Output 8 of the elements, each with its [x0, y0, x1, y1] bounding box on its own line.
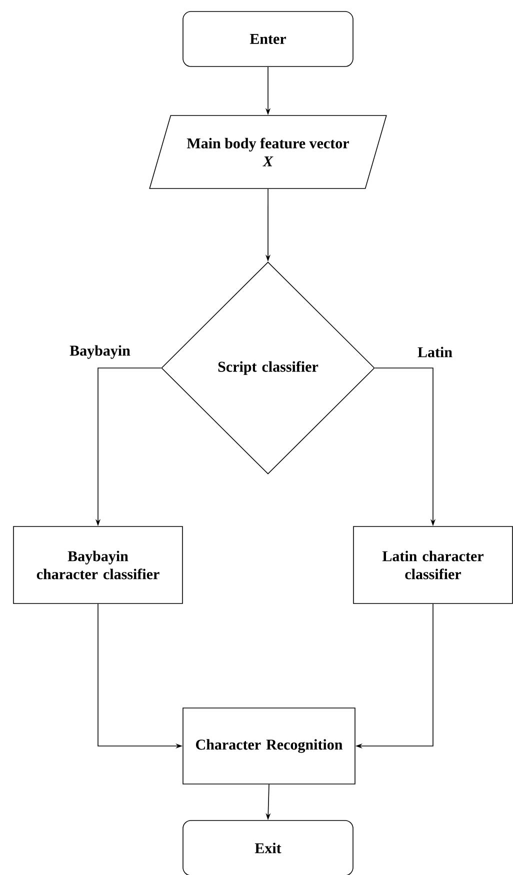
process-box: Baybayin character classifier	[13, 526, 183, 604]
process-box: Character Recognition	[182, 708, 356, 784]
terminal-box: Exit	[182, 820, 354, 875]
edge-label: Latin	[416, 346, 454, 358]
data-parallelogram: Main body feature vector X	[149, 115, 387, 189]
process-box: Latin character classifier	[353, 526, 513, 604]
terminal-box: Enter	[182, 11, 354, 67]
edge-label: Baybayin	[68, 344, 132, 360]
